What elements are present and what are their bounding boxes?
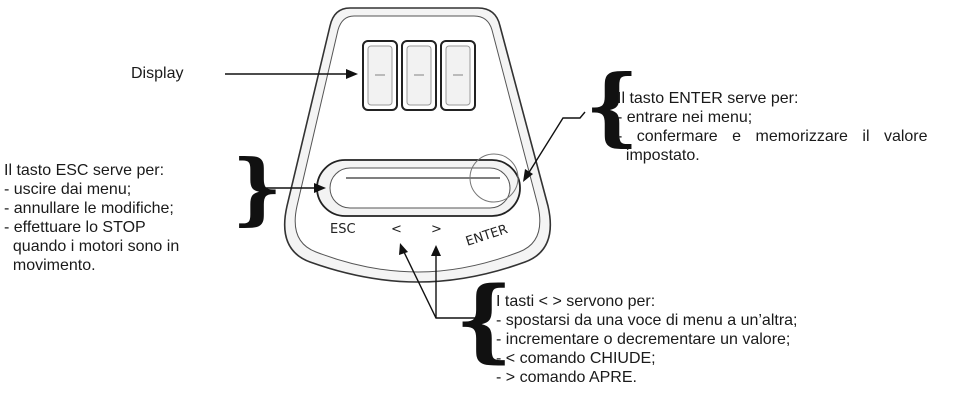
arrows-note: I tasti < > servono per: - spostarsi da … [496, 292, 798, 387]
esc-key-label[interactable]: ESC [330, 222, 356, 237]
enter-note-title: Il tasto ENTER serve per: [617, 90, 799, 107]
esc-note: Il tasto ESC serve per: - uscire dai men… [4, 161, 179, 275]
arrows-note-item: - < comando CHIUDE; [496, 350, 656, 367]
left-key-label[interactable]: < [391, 222, 402, 237]
keypad-bar [316, 153, 521, 217]
enter-note-item: - confermare e memorizzare il valore [617, 128, 928, 145]
arrows-note-title: I tasti < > servono per: [496, 293, 656, 310]
arrows-note-item: - incrementare o decrementare un valore; [496, 331, 791, 348]
display-label: Display [131, 65, 184, 82]
esc-note-item: - effettuare lo STOP [4, 219, 146, 236]
esc-note-item: quando i motori sono in [4, 238, 180, 255]
enter-brace: { [585, 56, 640, 155]
arrows-note-item: - spostarsi da una voce di menu a un’alt… [496, 312, 798, 329]
arrow-keys-pointer [399, 243, 486, 319]
esc-pointer [262, 183, 326, 193]
enter-pointer [523, 111, 586, 182]
esc-note-title: Il tasto ESC serve per: [4, 162, 165, 179]
arrows-brace: { [455, 267, 513, 373]
enter-note-item: impostato. [617, 147, 700, 164]
esc-note-item: - annullare le modifiche; [4, 200, 174, 217]
esc-note-item: - uscire dai menu; [4, 181, 132, 198]
esc-brace: } [232, 143, 283, 234]
enter-note: Il tasto ENTER serve per: - entrare nei … [617, 89, 928, 165]
esc-note-item: movimento. [4, 257, 96, 274]
right-key-label[interactable]: > [431, 222, 442, 237]
display-pointer [225, 69, 358, 79]
arrows-note-item: - > comando APRE. [496, 369, 637, 386]
enter-note-item: - entrare nei menu; [617, 109, 753, 126]
display-digits [362, 40, 476, 111]
